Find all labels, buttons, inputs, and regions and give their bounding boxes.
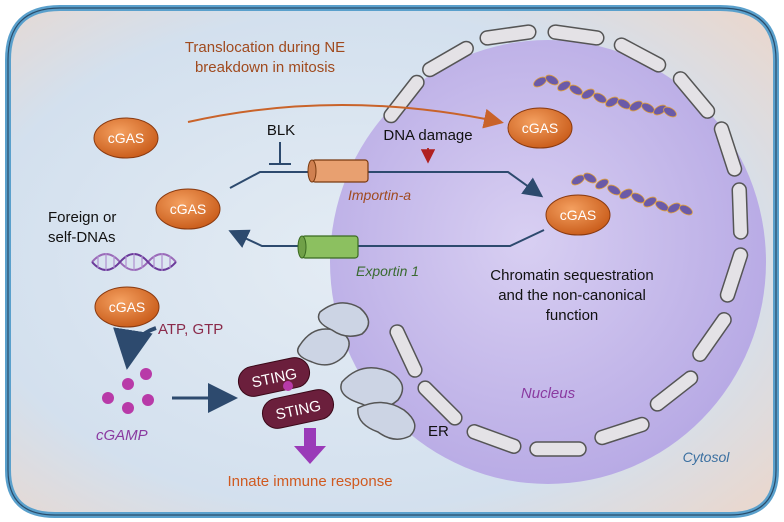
atp-gtp-label: ATP, GTP — [158, 321, 223, 338]
er-label: ER — [428, 423, 449, 440]
dna-helix-icon — [91, 253, 177, 271]
cgas-cytosol-middle: cGAS — [155, 188, 221, 230]
svg-text:cGAS: cGAS — [560, 207, 597, 223]
foreign-dna-label-line2: self-DNAs — [48, 229, 116, 246]
export-arrow — [228, 229, 545, 248]
svg-text:cGAS: cGAS — [109, 299, 146, 315]
cytosol-label: Cytosol — [683, 449, 731, 465]
cgas-dna-bound: cGAS — [94, 286, 160, 328]
cgas-nuclear-top: cGAS — [507, 107, 573, 149]
sting-protein-2: STING — [261, 389, 335, 429]
nuclear-envelope — [383, 24, 749, 457]
exportin-label: Exportin 1 — [356, 263, 419, 279]
endoplasmic-reticulum — [297, 302, 416, 440]
synthesis-arrow — [113, 326, 157, 370]
blk-label: BLK — [267, 122, 295, 139]
svg-text:cGAS: cGAS — [108, 130, 145, 146]
cgamp-molecules — [102, 368, 154, 414]
chromatin-fiber-icon — [533, 74, 693, 216]
cgas-cytosol-top: cGAS — [93, 117, 159, 159]
importin-cylinder — [307, 159, 369, 183]
exportin-cylinder — [297, 235, 359, 259]
innate-response-label: Innate immune response — [227, 473, 392, 490]
nucleus — [330, 40, 766, 484]
cgamp-label: cGAMP — [96, 427, 148, 444]
svg-text:cGAS: cGAS — [170, 201, 207, 217]
chromatin-label-line1: Chromatin sequestration — [490, 267, 653, 284]
importin-label: Importin-a — [348, 187, 411, 203]
translocation-label-line2: breakdown in mitosis — [195, 59, 335, 76]
innate-response-arrow — [294, 428, 326, 464]
cgas-nuclear-bottom: cGAS — [545, 194, 611, 236]
translocation-label-line1: Translocation during NE — [185, 39, 345, 56]
translocation-arrow — [187, 104, 504, 129]
nucleus-label: Nucleus — [521, 385, 576, 402]
chromatin-label-line2: and the non-canonical — [498, 287, 646, 304]
svg-text:cGAS: cGAS — [522, 120, 559, 136]
dna-damage-label: DNA damage — [383, 127, 472, 144]
import-arrow — [229, 171, 544, 198]
foreign-dna-label-line1: Foreign or — [48, 209, 116, 226]
chromatin-label-line3: function — [546, 307, 599, 324]
